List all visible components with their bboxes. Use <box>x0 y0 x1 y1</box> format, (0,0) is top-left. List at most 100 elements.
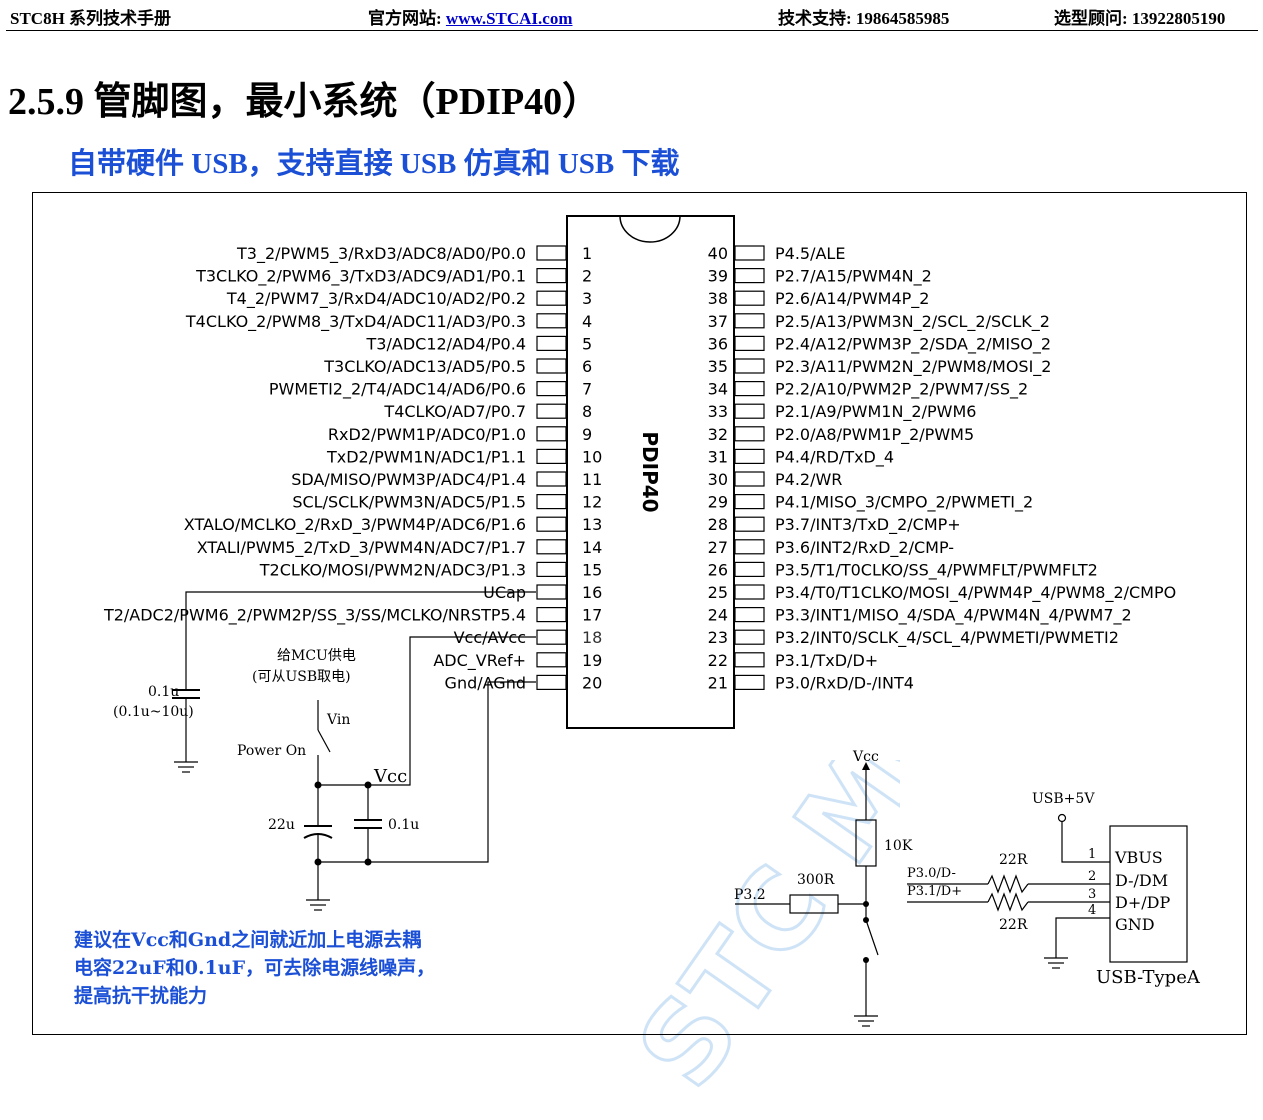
pin-name: P2.1/A9/PWM1N_2/PWM6 <box>775 402 976 422</box>
ucap-circuit <box>172 591 536 773</box>
pin-name: T3CLKO/ADC13/AD5/P0.5 <box>323 357 526 376</box>
pin-name: P4.2/WR <box>775 470 842 489</box>
usb-gnd-label: GND <box>1115 915 1155 934</box>
decoupling-note: 建议在Vcc和Gnd之间就近加上电源去耦 电容22uF和0.1uF，可去除电源线… <box>74 926 435 1010</box>
vcc-arrow <box>862 762 870 770</box>
note-line-3: 提高抗干扰能力 <box>74 985 208 1007</box>
pin-pad <box>734 381 765 397</box>
pin-name: P3.1/TxD/D+ <box>775 651 878 670</box>
pin-number: 31 <box>708 447 728 466</box>
pin-name: P2.5/A13/PWM3N_2/SCL_2/SCLK_2 <box>775 312 1050 332</box>
left-pins: 1T3_2/PWM5_3/RxD3/ADC8/AD0/P0.02T3CLKO_2… <box>103 244 602 692</box>
pin-name: T3_2/PWM5_3/RxD3/ADC8/AD0/P0.0 <box>236 244 526 264</box>
resistor-300r <box>789 894 839 914</box>
manual-title: STC8H 系列技术手册 <box>10 9 172 28</box>
resistor-22r-b <box>987 892 1029 912</box>
pin-pad <box>536 652 567 668</box>
pin-number: 38 <box>708 289 728 308</box>
pin-pad <box>734 629 765 645</box>
pin-name: T3/ADC12/AD4/P0.4 <box>366 334 526 353</box>
pin-name: Gnd/AGnd <box>445 673 526 692</box>
pin-number: 2 <box>582 267 592 286</box>
pin-number: 16 <box>582 583 602 602</box>
pin-name: SDA/MISO/PWM3P/ADC4/P1.4 <box>291 470 526 489</box>
pin-name: RxD2/PWM1P/ADC0/P1.0 <box>328 425 526 444</box>
pin-pad <box>536 290 567 306</box>
header-rule <box>6 30 1258 31</box>
chip-body <box>566 215 735 729</box>
pin-number: 10 <box>582 447 602 466</box>
supply-note-1: 给MCU供电 <box>277 648 356 664</box>
note-line-1: 建议在Vcc和Gnd之间就近加上电源去耦 <box>74 929 422 951</box>
usb-dp-label: D+/DP <box>1115 893 1170 912</box>
schematic-frame <box>32 192 1247 1035</box>
website-link[interactable]: www.STCAI.com <box>445 9 573 28</box>
pin-17: 17T2/ADC2/PWM6_2/PWM2P/SS_3/SS/MCLKO/NRS… <box>103 606 602 626</box>
pin-pad <box>734 494 765 510</box>
pin-pad <box>536 313 567 329</box>
pin-name: ADC_VRef+ <box>433 651 526 671</box>
junction-1 <box>314 781 322 789</box>
website: 官方网站: www.STCAI.com <box>368 4 572 29</box>
pin-name: P3.2/INT0/SCLK_4/SCL_4/PWMETI/PWMETI2 <box>775 628 1119 648</box>
pin-name: Vcc/AVcc <box>454 628 526 647</box>
pin-number: 24 <box>708 606 728 625</box>
pin-pad <box>536 268 567 284</box>
pin-pad <box>734 561 765 578</box>
pin-number: 20 <box>582 673 602 692</box>
junction-3 <box>314 858 322 866</box>
p32-label: P3.2 <box>734 887 766 903</box>
pin-number: 8 <box>582 402 592 421</box>
resistor-22r-a <box>987 874 1029 894</box>
pin-number: 29 <box>708 493 728 512</box>
pin-pad <box>734 606 765 623</box>
pin-pad <box>536 426 567 442</box>
vin-label: Vin <box>326 712 350 728</box>
section-title: 2.5.9 管脚图，最小系统（PDIP40） <box>8 81 601 123</box>
pin-name: PWMETI2_2/T4/ADC14/AD6/P0.6 <box>269 380 526 400</box>
pin-name: P3.0/RxD/D-/INT4 <box>775 673 914 692</box>
r300-label: 300R <box>797 872 835 888</box>
pin-pad <box>536 448 567 464</box>
pin-name: T4CLKO_2/PWM8_3/TxD4/ADC11/AD3/P0.3 <box>185 312 526 332</box>
chip: PDIP40 <box>566 215 735 729</box>
pin-pad <box>734 539 765 555</box>
pin-name: P3.4/T0/T1CLKO/MOSI_4/PWM4P_4/PWM8_2/CMP… <box>775 583 1176 603</box>
p32-circuit <box>735 770 879 1027</box>
pin-number: 30 <box>708 470 728 489</box>
pin-number: 7 <box>582 380 592 399</box>
pin-pad <box>536 561 567 578</box>
usb-dm-label: D-/DM <box>1115 871 1168 890</box>
ucap-value: 0.1u <box>148 684 179 700</box>
pin-number: 14 <box>582 538 602 557</box>
tech-support: 技术支持: 19864585985 <box>778 9 950 28</box>
pin-number: 37 <box>708 312 728 331</box>
pin-20: 20 Gnd/AGnd <box>445 673 603 692</box>
pin-pad <box>536 674 567 691</box>
pin-pad <box>536 403 567 419</box>
note-line-2: 电容22uF和0.1uF，可去除电源线噪声， <box>74 957 436 979</box>
junction-2 <box>364 781 372 789</box>
power-on-label: Power On <box>237 743 306 759</box>
r22b-label: 22R <box>999 917 1028 933</box>
p31-label: P3.1/D+ <box>907 884 962 899</box>
pin-pad <box>734 516 765 532</box>
pin-number: 26 <box>708 560 728 579</box>
section-subtitle: 自带硬件 USB，支持直接 USB 仿真和 USB 下载 <box>68 148 680 180</box>
pin-pad <box>734 652 765 668</box>
pin-pad <box>536 629 567 645</box>
pin-name: P3.5/T1/T0CLKO/SS_4/PWMFLT/PWMFLT2 <box>775 560 1098 580</box>
